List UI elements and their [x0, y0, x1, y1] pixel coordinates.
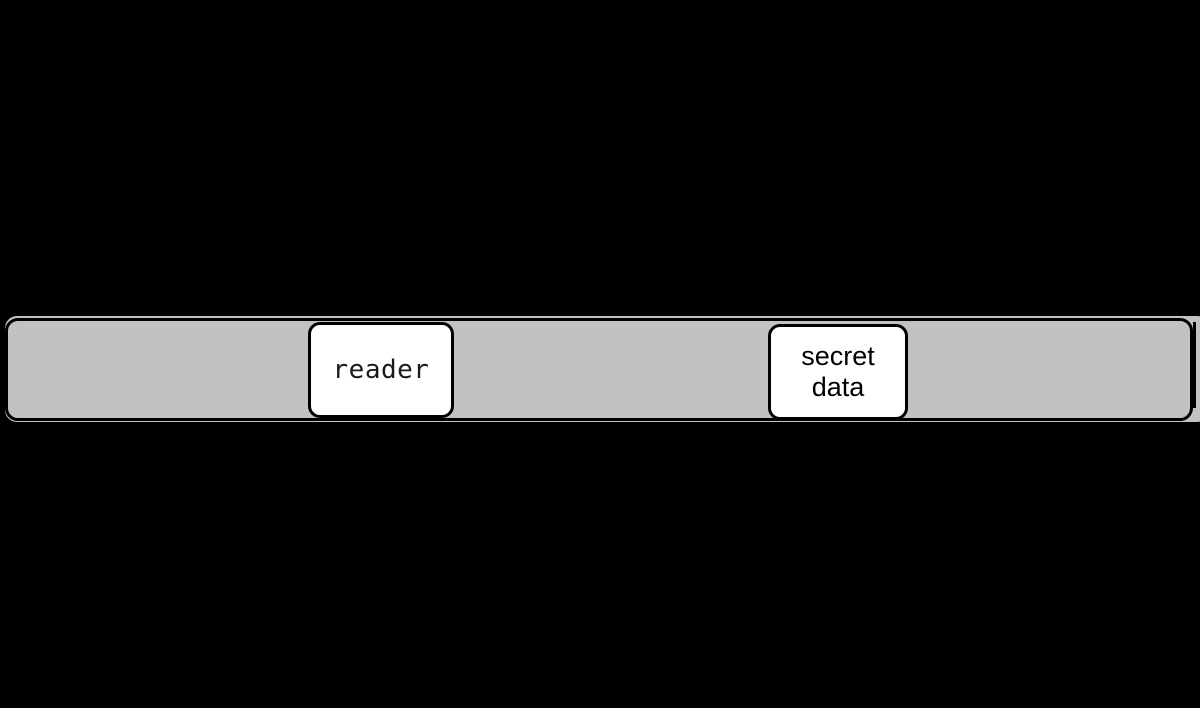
secret-data-label-line2: data — [811, 372, 865, 402]
reader-region-box: reader — [308, 322, 454, 418]
reader-region-label: reader — [332, 355, 430, 385]
clipped-bar-right-edge — [1193, 322, 1196, 408]
secret-data-label-line1: secret — [801, 340, 875, 371]
secret-data-region-box: secret data — [768, 324, 908, 420]
address-space-bar — [5, 318, 1193, 421]
